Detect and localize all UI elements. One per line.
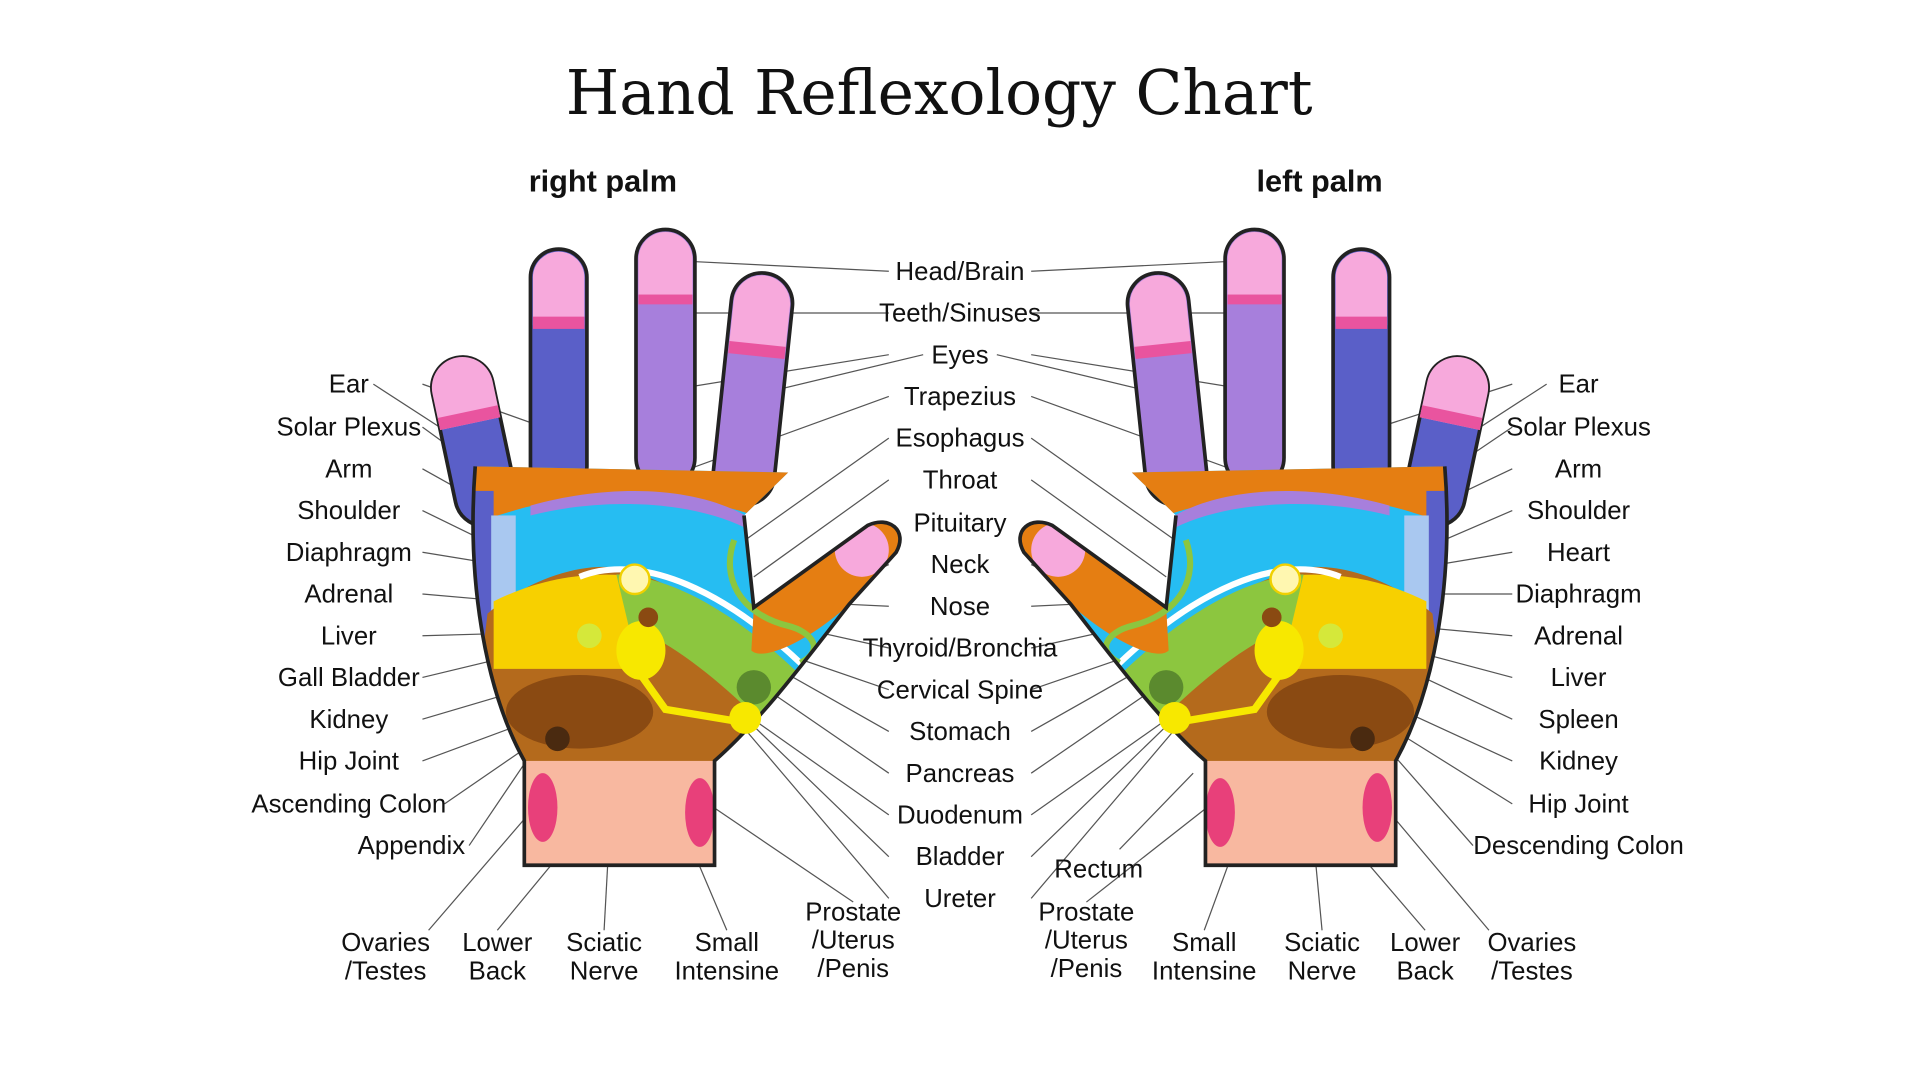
leader-line	[665, 259, 889, 272]
left-palm-label-adrenal: Adrenal	[1534, 622, 1623, 650]
label-thyroid-bronchia: Thyroid/Bronchia	[863, 635, 1058, 663]
right-palm-label-shoulder: Shoulder	[297, 497, 401, 525]
left-palm-bottom-label: Back	[1396, 957, 1453, 985]
label-pancreas: Pancreas	[906, 760, 1015, 788]
right-palm-bottom-label: /Uterus	[812, 927, 895, 955]
right-palm-label-ear: Ear	[329, 371, 370, 399]
label-eyes: Eyes	[931, 341, 988, 369]
leader-line	[744, 717, 890, 858]
right-palm-bottom-label: Sciatic	[566, 929, 642, 957]
left-palm-label-hip-joint: Hip Joint	[1528, 790, 1628, 818]
left-palm-bottom-label: Prostate	[1038, 898, 1134, 926]
right-palm-label-arm: Arm	[325, 455, 372, 483]
label-neck: Neck	[931, 551, 990, 579]
label-duodenum: Duodenum	[897, 802, 1023, 830]
label-teeth-sinuses: Teeth/Sinuses	[879, 300, 1041, 328]
leader-line	[1030, 437, 1176, 541]
right-palm-bottom-label: /Penis	[817, 955, 889, 983]
label-rectum: Rectum	[1054, 856, 1143, 884]
leader-line	[1031, 259, 1255, 272]
label-bladder: Bladder	[916, 843, 1005, 871]
left-palm-label-arm: Arm	[1555, 455, 1602, 483]
label-throat: Throat	[923, 466, 997, 494]
leader-line	[468, 754, 531, 846]
right-palm-bottom-label: /Testes	[345, 957, 427, 985]
label-head-brain: Head/Brain	[896, 258, 1025, 286]
left-palm-bottom-label: /Testes	[1491, 957, 1573, 985]
right-palm-bottom-label: Back	[469, 957, 526, 985]
left-palm-bottom-label: Nerve	[1288, 957, 1357, 985]
right-palm-label-liver: Liver	[321, 622, 377, 650]
leader-line	[763, 686, 890, 774]
right-palm-label-diaphragm: Diaphragm	[286, 539, 412, 567]
leader-line	[1086, 803, 1212, 903]
label-esophagus: Esophagus	[896, 425, 1025, 453]
left-palm-bottom-label: Lower	[1390, 929, 1461, 957]
left-palm-label-ear: Ear	[1558, 371, 1599, 399]
right-palm-label-gall-bladder: Gall Bladder	[278, 664, 420, 692]
leader-line	[738, 708, 890, 816]
right-palm-bottom-label: Nerve	[570, 957, 639, 985]
chart-title: Hand Reflexology Chart	[566, 58, 1313, 129]
right-palm-label-kidney: Kidney	[309, 706, 388, 734]
leader-line	[753, 479, 890, 578]
left-palm-label-heart: Heart	[1547, 539, 1610, 567]
right-palm-label-solar-plexus: Solar Plexus	[276, 414, 421, 442]
leader-line	[1119, 772, 1194, 850]
label-nose: Nose	[930, 593, 990, 621]
right-palm-bottom-label: Ovaries	[341, 929, 430, 957]
left-palm-label-liver: Liver	[1551, 664, 1607, 692]
left-palm-bottom-label: /Uterus	[1045, 927, 1128, 955]
right-palm-bottom-label: Intensine	[675, 957, 780, 985]
left-palm-bottom-label: /Penis	[1051, 955, 1123, 983]
right-palm-bottom-label: Prostate	[805, 898, 901, 926]
leader-line	[1030, 708, 1182, 816]
label-stomach: Stomach	[909, 718, 1011, 746]
right-palm-label-ascending-colon: Ascending Colon	[251, 790, 446, 818]
right-palm-label-hip-joint: Hip Joint	[299, 748, 399, 776]
left-palm-label-diaphragm: Diaphragm	[1516, 581, 1642, 609]
label-trapezius: Trapezius	[904, 383, 1016, 411]
right-palm-label-appendix: Appendix	[358, 832, 466, 860]
left-palm-bottom-label: Intensine	[1152, 957, 1257, 985]
left-palm-label-solar-plexus: Solar Plexus	[1506, 414, 1651, 442]
right-palm-bottom-label: Small	[695, 929, 759, 957]
label-ureter: Ureter	[924, 885, 996, 913]
right-palm-label-adrenal: Adrenal	[304, 581, 393, 609]
leader-line	[1030, 717, 1176, 858]
left-palm-label-shoulder: Shoulder	[1527, 497, 1631, 525]
leader-line	[1030, 686, 1157, 774]
left-palm-label-descending-colon: Descending Colon	[1473, 832, 1684, 860]
label-cervical-spine: Cervical Spine	[877, 676, 1043, 704]
right-palm-hand	[426, 230, 923, 872]
left-palm-label-spleen: Spleen	[1538, 706, 1618, 734]
left-palm-bottom-label: Sciatic	[1284, 929, 1360, 957]
label-pituitary: Pituitary	[913, 509, 1006, 537]
right-palm-heading: right palm	[529, 163, 677, 198]
labels: Head/BrainTeeth/SinusesEyesTrapeziusEsop…	[251, 258, 1683, 986]
left-palm-label-kidney: Kidney	[1539, 748, 1618, 776]
left-palm-bottom-label: Small	[1172, 929, 1236, 957]
leader-line	[1030, 479, 1167, 578]
left-palm-heading: left palm	[1257, 163, 1383, 198]
left-palm-hand	[997, 230, 1494, 872]
left-palm-bottom-label: Ovaries	[1488, 929, 1577, 957]
leader-line	[744, 437, 890, 541]
right-palm-bottom-label: Lower	[462, 929, 533, 957]
leader-line	[708, 803, 854, 903]
